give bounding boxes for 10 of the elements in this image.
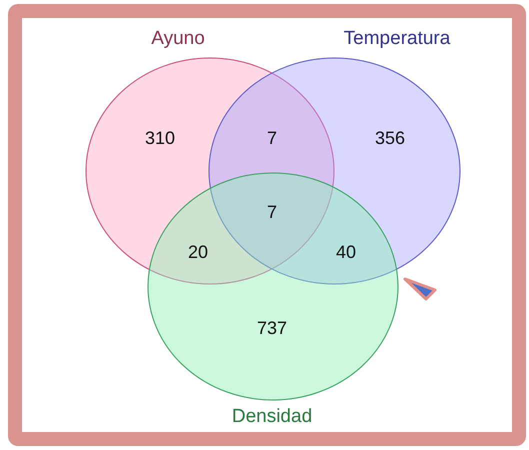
set-label: Ayuno bbox=[151, 28, 205, 50]
set-label: Temperatura bbox=[344, 28, 450, 50]
region-count: 7 bbox=[267, 202, 277, 222]
region-count: 356 bbox=[374, 128, 406, 148]
set-label: Densidad bbox=[232, 406, 312, 428]
region-count: 7 bbox=[267, 128, 277, 148]
region-count: 310 bbox=[144, 128, 176, 148]
region-count: 40 bbox=[336, 242, 356, 262]
region-count: 737 bbox=[256, 318, 288, 338]
region-count: 20 bbox=[188, 242, 208, 262]
